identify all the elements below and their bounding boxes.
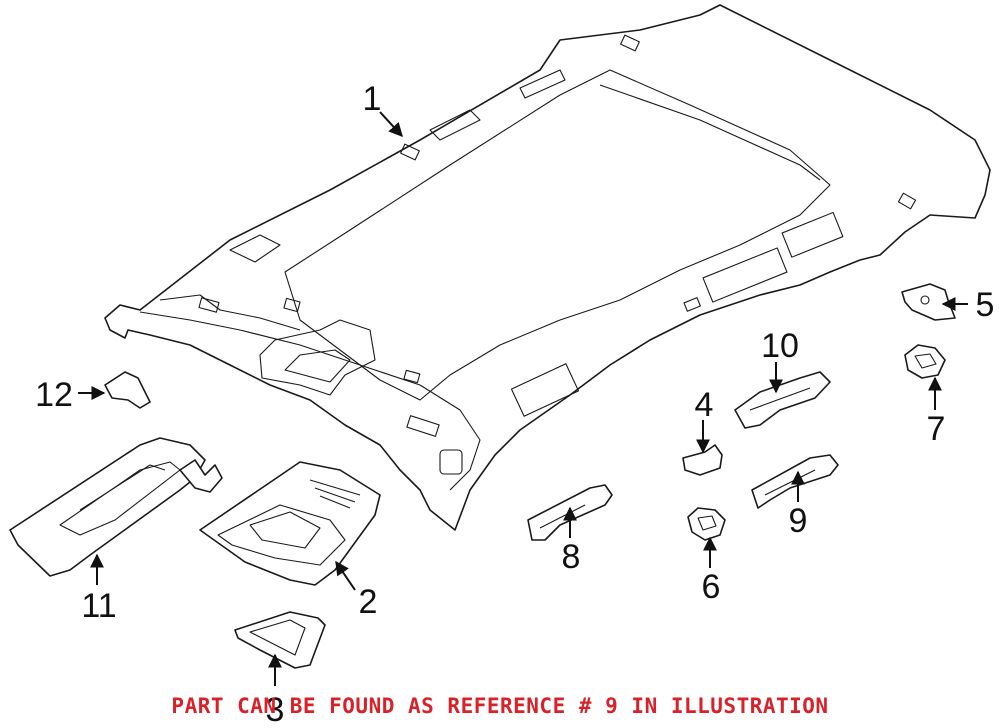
leader-1 — [379, 111, 403, 138]
callout-4: 4 — [695, 386, 714, 424]
clip-5-part — [901, 283, 956, 321]
clip-7-part — [904, 344, 946, 379]
callout-10: 10 — [761, 327, 799, 365]
overhead-console-part — [199, 461, 381, 586]
leader-2 — [335, 560, 356, 591]
callout-2: 2 — [359, 583, 378, 621]
callout-1: 1 — [363, 80, 382, 118]
callout-9: 9 — [789, 502, 808, 540]
callout-7: 7 — [927, 410, 946, 448]
callout-12: 12 — [35, 376, 73, 414]
callout-11: 11 — [81, 587, 116, 625]
callout-3: 3 — [266, 691, 285, 728]
grab-handle-rear-part — [751, 454, 839, 509]
callout-6: 6 — [702, 568, 721, 606]
headliner-part — [104, 4, 991, 531]
reference-note: PART CAN BE FOUND AS REFERENCE # 9 IN IL… — [171, 694, 829, 718]
lamp-cover-part — [234, 611, 326, 669]
clip-6-part — [687, 507, 726, 541]
callout-5: 5 — [976, 286, 995, 324]
bracket-10-part — [734, 371, 831, 429]
leader-lines — [78, 111, 968, 686]
sun-visor-part — [9, 437, 223, 577]
callouts: 1 2 3 4 5 6 7 8 9 10 11 12 — [35, 80, 994, 728]
clip-12-part — [104, 371, 151, 409]
callout-8: 8 — [562, 538, 581, 576]
